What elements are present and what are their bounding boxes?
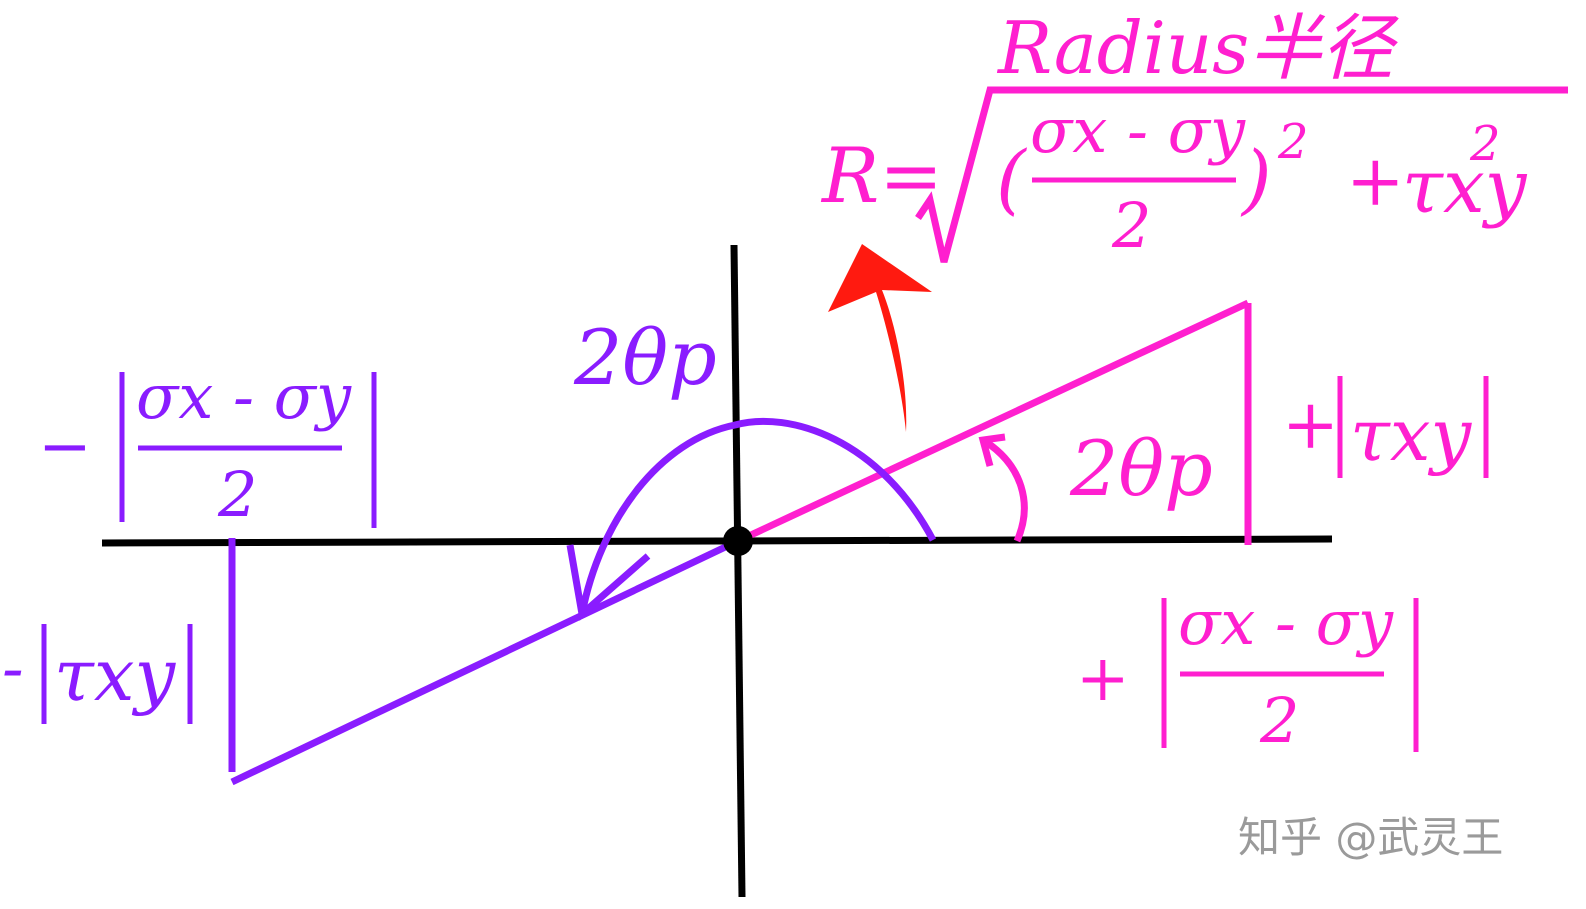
right-normal-denominator: 2 [1259, 684, 1299, 757]
radius-tau: τxy [1402, 144, 1528, 230]
pink-radius-line [736, 299, 1250, 545]
radius-close-paren: ) [1240, 134, 1272, 223]
origin-dot [723, 526, 753, 556]
watermark: 知乎 @武灵王 [1238, 813, 1503, 862]
pink-angle-arrowhead-icon [978, 433, 1006, 467]
right-shear-value: τxy [1350, 393, 1472, 477]
radius-tau-power: 2 [1469, 116, 1501, 172]
x-axis [101, 535, 1333, 547]
radical-sign-icon [915, 86, 1568, 263]
violet-angle-arrowhead-icon [566, 544, 651, 621]
right-normal-sign: + [1076, 642, 1130, 716]
radius-open-paren: ( [996, 134, 1027, 223]
right-normal-numerator: σx - σy [1178, 586, 1394, 659]
radius-denominator: 2 [1111, 189, 1151, 262]
right-shear-sign: + [1282, 386, 1339, 465]
radius-power: 2 [1277, 114, 1309, 170]
red-arrow-icon [828, 244, 932, 432]
radius-title: Radius半径 [996, 6, 1399, 90]
left-normal-numerator: σx - σy [136, 360, 352, 433]
y-axis [730, 244, 746, 898]
left-normal-sign: − [38, 410, 92, 484]
pink-angle-label: 2θp [1069, 424, 1213, 513]
left-shear-value: τxy [54, 633, 176, 717]
left-shear-sign: - [2, 632, 24, 706]
radius-numerator: σx - σy [1030, 94, 1246, 167]
radius-plus: + [1346, 140, 1405, 222]
violet-angle-label: 2θp [573, 313, 717, 402]
pink-angle-arc [981, 437, 1028, 543]
violet-angle-arc [578, 417, 937, 615]
left-normal-denominator: 2 [217, 458, 257, 531]
violet-radius-line [230, 537, 740, 786]
